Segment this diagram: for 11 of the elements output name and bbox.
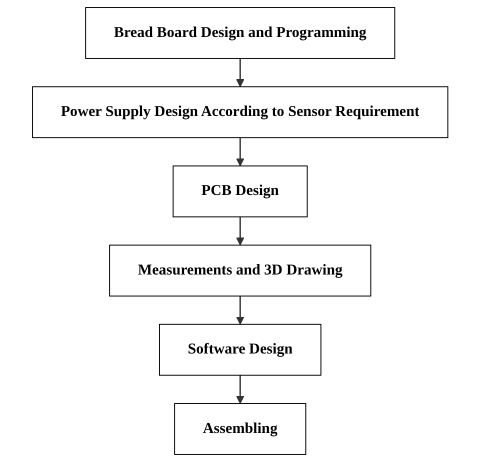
arrow [236, 58, 245, 88]
node-box: Bread Board Design and Programming [85, 7, 396, 59]
arrow [236, 216, 245, 246]
arrow [236, 375, 245, 404]
node-box: PCB Design [172, 165, 308, 218]
node-box: Assembling [174, 403, 307, 455]
node-box: Measurements and 3D Drawing [109, 244, 372, 297]
node-box: Software Design [159, 324, 322, 376]
arrow [236, 296, 245, 325]
node-box: Power Supply Design According to Sensor Requirement [32, 86, 449, 138]
arrow [236, 138, 245, 166]
